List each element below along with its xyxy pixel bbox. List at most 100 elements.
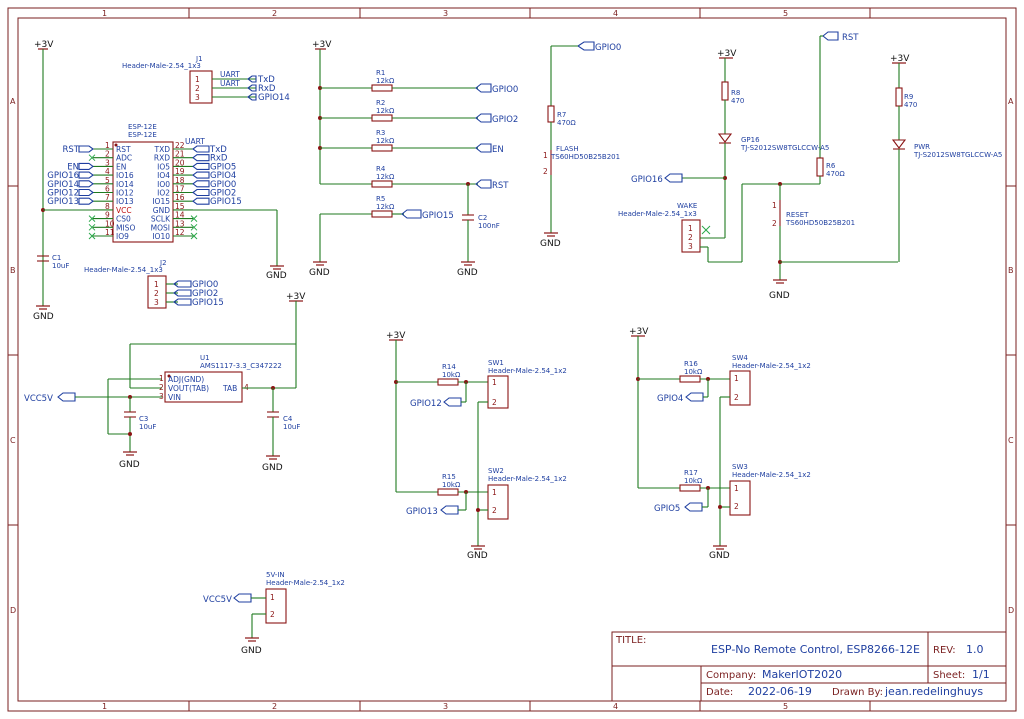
sw3-sw4-block: +3V R16 10kΩ GPIO4 SW4 Header-Male-2.54_… [629,327,811,561]
esp-pin-num-2: 2 [105,150,110,159]
r2-gpio2-net: GPIO2 [492,115,518,125]
sw3-value: Header-Male-2.54_1x2 [732,471,811,479]
esp-pin-name-adc: ADC [116,154,132,163]
esp-pin-name-io10: IO10 [152,232,170,241]
vin-connector-block: 5V-IN Header-Male-2.54_1x2 1 2 VCC5V GND [203,571,345,656]
r6-ref: R6 [826,162,836,170]
flash-gpio0-net: GPIO0 [595,43,621,53]
sw4-value: Header-Male-2.54_1x2 [732,362,811,370]
grid-col-2-bottom: 2 [272,702,277,711]
u1-pin-2-num: 2 [159,383,164,392]
esp-pin-group: RST1RSTADC2EN3ENIO164GPIO16IO145GPIO14IO… [47,137,241,241]
esp-pin-num-12: 12 [175,228,185,237]
esp-pin-name-io13: IO13 [116,197,134,206]
esp-value: ESP-12E [128,131,157,139]
sw1-ref: SW1 [488,359,504,367]
grid-row-a-right: A [1008,97,1014,106]
esp-pin-num-13: 13 [175,219,185,228]
r15-ref: R15 [442,473,456,481]
j2-value: Header-Male-2.54_1x3 [84,266,163,274]
esp-pin-num-11: 11 [105,228,115,237]
sw2-pin-2: 2 [492,506,497,515]
esp-pin-num-19: 19 [175,167,185,176]
sw3-ref: SW3 [732,463,748,471]
gp16-value: TJ-S2012SW8TGLCCW-A5 [740,144,829,152]
esp-pin-num-5: 5 [105,176,110,185]
grid-col-5-bottom: 5 [783,702,788,711]
esp-pin-num-18: 18 [175,176,185,185]
u1-ref: U1 [200,354,210,362]
esp-pin-name-io14: IO14 [116,180,134,189]
sw2-pin-1: 1 [492,488,497,497]
r4-rst-net: RST [492,181,509,191]
c3-ref: C3 [139,415,148,423]
r3-ref: R3 [376,129,385,137]
vin-pin-2: 2 [270,610,275,619]
sheet-value: 1/1 [972,668,990,681]
wake-header-body [681,219,701,253]
date-label: Date: [706,687,733,698]
esp-pin-num-20: 20 [175,158,185,167]
grid-col-4-bottom: 4 [613,702,618,711]
esp-net-en: EN [67,162,79,172]
j2-pin-1-num: 1 [154,280,159,289]
esp-pin-num-22: 22 [175,141,185,150]
sheet-label: Sheet: [933,670,965,681]
j2-pin-2-num: 2 [154,289,159,298]
c4-ref: C4 [283,415,293,423]
vin-ref: 5V-IN [266,571,285,579]
pwr-led-value: TJ-S2012SW8TGLCCW-A5 [913,151,1002,159]
reset-pin-1: 1 [772,201,777,210]
wake-pin-2: 2 [688,233,693,242]
grid-row-b-right: B [1008,266,1014,275]
esp-pin-num-10: 10 [105,219,115,228]
power-3v-label-sw12: +3V [386,331,406,341]
r17-value: 10kΩ [684,477,703,485]
sw4-pin-1: 1 [734,374,739,383]
esp-pin-num-1: 1 [105,141,110,150]
grid-row-b-left: B [10,266,16,275]
j1-ref: J1 [195,55,203,63]
grid-row-c-right: C [1008,436,1014,445]
grid-row-d-right: D [1008,606,1014,615]
esp-pin-name-mosi: MOSI [151,223,170,232]
r9-value: 470 [904,101,917,109]
pwr-led-ref: PWR [914,143,930,151]
esp-net-rst: RST [63,145,80,155]
c2-ref: C2 [478,214,487,222]
esp-pin-num-7: 7 [105,193,110,202]
esp-pin-name-io5: IO5 [157,162,170,171]
u1-value: AMS1117-3.3_C347222 [200,362,282,370]
sheet-frame: 1 2 3 4 5 1 2 3 4 5 A B C D A B C D [7,7,1017,712]
esp-pin-name-rxd: RXD [154,154,170,163]
j2-gpio2-net: GPIO2 [192,289,218,299]
esp-pin-name-vcc: VCC [116,206,132,215]
esp-pin-num-6: 6 [105,185,110,194]
r14-value: 10kΩ [442,371,461,379]
sw2-value: Header-Male-2.54_1x2 [488,475,567,483]
company-label: Company: [706,670,756,681]
esp-pin-name-io15: IO15 [152,197,170,206]
gnd-label-c4: GND [262,463,283,473]
flash-pin-1: 1 [543,151,548,160]
esp-pin-num-15: 15 [175,202,185,211]
grid-col-2-top: 2 [272,9,277,18]
esp-net-gpio16: GPIO16 [47,171,79,181]
esp-pin-num-16: 16 [175,193,185,202]
sw2-gpio13-net: GPIO13 [406,507,438,517]
esp-ref: ESP-12E [128,123,157,131]
u1-vin-pin: VIN [168,393,181,402]
sw4-pin-2: 2 [734,393,739,402]
j2-ref: J2 [159,259,167,267]
gnd-label-c1: GND [33,312,54,322]
gnd-label-sw34: GND [709,551,730,561]
sw1-gpio12-net: GPIO12 [410,399,442,409]
drawn-by-value: jean.redelinghuys [884,685,983,698]
regulator-block: +3V U1 AMS1117-3.3_C347222 ADJ(GND) VOUT… [24,292,306,473]
esp-pin-name-txd: TXD [154,145,171,154]
wake-pin-3: 3 [688,242,693,251]
gnd-label-r5: GND [309,268,330,278]
j1-pin-2-num: 2 [195,84,200,93]
esp-pin-name-io4: IO4 [157,171,170,180]
